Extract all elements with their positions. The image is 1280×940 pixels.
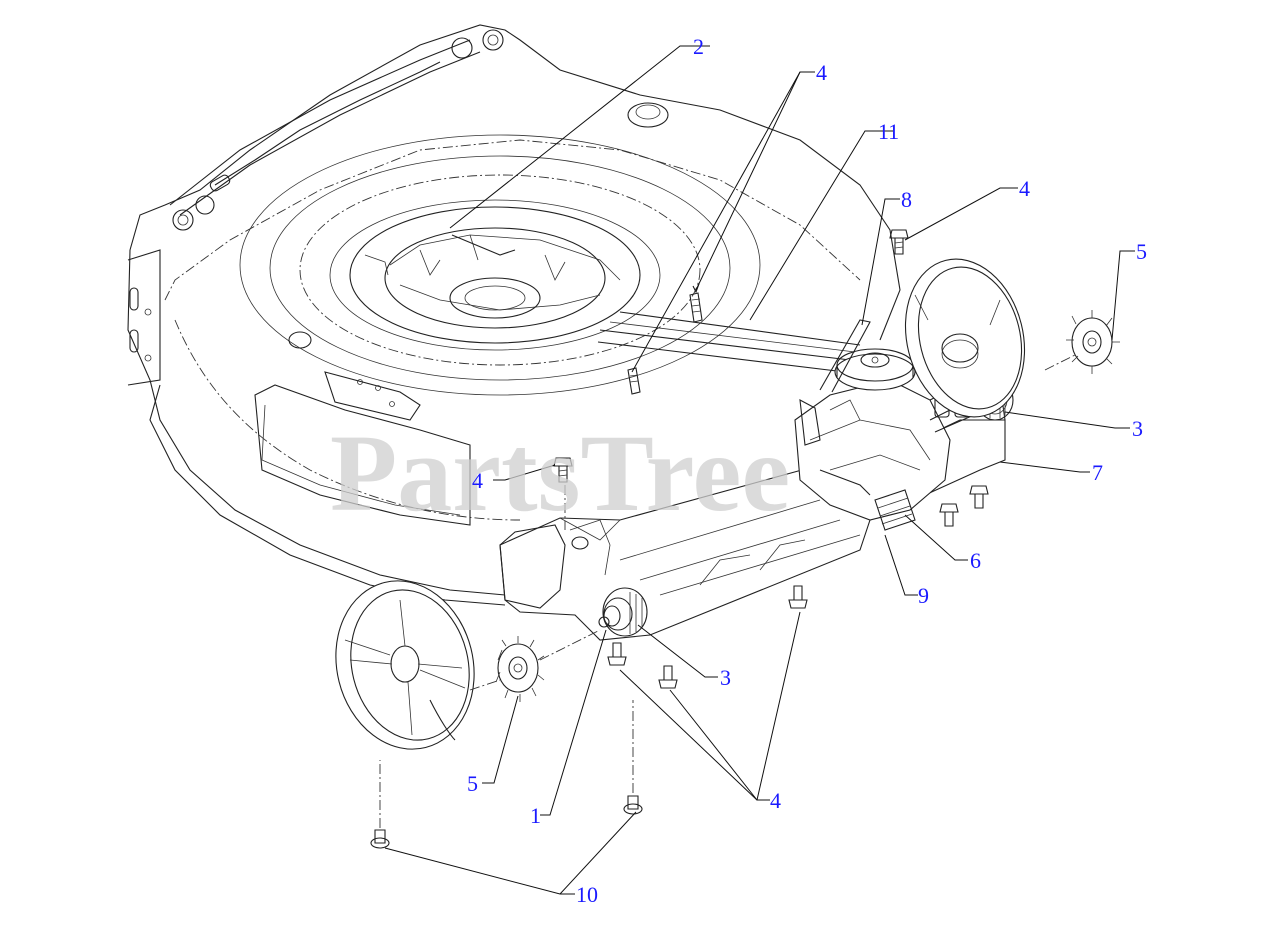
callout-5-left: 5 <box>467 771 478 796</box>
leader-lines <box>384 45 1135 895</box>
right-pinion-gear <box>1066 310 1120 374</box>
left-wheel <box>335 580 475 750</box>
callout-3-right: 3 <box>1132 416 1143 441</box>
wheel-bolt <box>623 795 643 815</box>
callout-5-right: 5 <box>1136 239 1147 264</box>
right-wheel <box>904 258 1026 418</box>
wheel-bolt <box>370 829 390 849</box>
wheel-bolts <box>370 795 643 849</box>
bolt <box>788 585 808 609</box>
callout-1: 1 <box>530 803 541 828</box>
callout-11: 11 <box>878 119 899 144</box>
mower-deck <box>127 24 901 606</box>
callout-2: 2 <box>693 34 704 59</box>
callout-4-right: 4 <box>1019 176 1030 201</box>
callout-8: 8 <box>901 187 912 212</box>
bolt <box>969 485 989 509</box>
alignment-lines <box>379 354 1076 828</box>
callout-4-bottom: 4 <box>770 788 781 813</box>
callout-4-left: 4 <box>472 468 483 493</box>
callout-6: 6 <box>970 548 981 573</box>
bolt <box>889 229 909 255</box>
left-pinion-gear <box>495 636 545 702</box>
watermark: PartsTree <box>330 412 790 534</box>
callout-9: 9 <box>918 583 929 608</box>
bolts <box>553 229 989 689</box>
drive-belt <box>597 311 861 373</box>
callout-labels: 2 4 11 8 4 5 3 7 6 9 4 3 4 5 1 10 <box>467 34 1147 907</box>
callout-4-top: 4 <box>816 60 827 85</box>
callout-3-left: 3 <box>720 665 731 690</box>
bolt <box>607 642 627 666</box>
bolt <box>658 665 678 689</box>
callout-7: 7 <box>1092 460 1103 485</box>
bolt <box>553 457 573 483</box>
drive-housing <box>499 319 1014 641</box>
bolt <box>939 503 959 527</box>
callout-10: 10 <box>576 882 598 907</box>
